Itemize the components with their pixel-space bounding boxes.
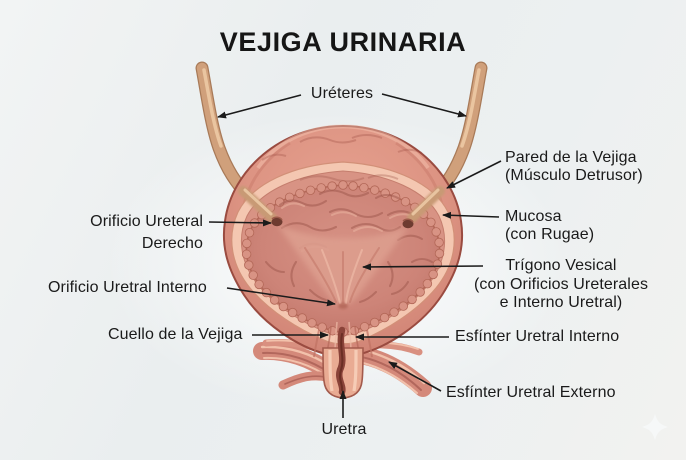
scallop-bump bbox=[432, 259, 443, 269]
scallop-bump bbox=[295, 188, 305, 199]
scallop-bump bbox=[244, 260, 254, 270]
scallop-bump bbox=[248, 270, 258, 280]
label-trigono-line1: Trígono Vesical bbox=[505, 257, 617, 274]
urethra bbox=[322, 326, 364, 399]
scallop-bump bbox=[244, 227, 255, 238]
arrow-mucosa bbox=[442, 211, 500, 219]
label-orificio-ureteral-line2: Derecho bbox=[141, 234, 203, 252]
mucosa-texture bbox=[299, 174, 399, 183]
label-ureteres: Uréteres bbox=[310, 85, 374, 102]
scallop-bump bbox=[305, 185, 316, 196]
scallop-bump bbox=[278, 301, 289, 312]
scallop-bump bbox=[407, 294, 417, 305]
label-mucosa: Mucosa (con Rugae) bbox=[505, 208, 594, 244]
arrow-pared bbox=[446, 160, 502, 189]
page-title: VEJIGA URINARIA bbox=[219, 27, 467, 57]
scallop-bump bbox=[431, 227, 441, 237]
scallop-bump bbox=[370, 185, 380, 195]
ureteral-orifice-right bbox=[402, 186, 445, 229]
scallop-bump bbox=[287, 307, 298, 318]
label-pared-vejiga: Pared de la Vejiga (Músculo Detrusor) bbox=[505, 149, 643, 185]
label-orificio-ureteral: Orificio Ureteral Derecho bbox=[90, 211, 203, 254]
scallop-bump bbox=[400, 196, 411, 207]
scallop-bump bbox=[389, 307, 399, 317]
scallop-bump bbox=[349, 325, 360, 336]
internal-urethral-orifice bbox=[338, 303, 348, 309]
label-pared-line2: (Músculo Detrusor) bbox=[505, 167, 643, 184]
label-trigono-line3: e Interno Uretral) bbox=[499, 294, 623, 311]
scallop-bump bbox=[297, 313, 307, 323]
label-orificio-uretral-interno: Orificio Uretral Interno bbox=[48, 279, 207, 296]
four-point-star-icon bbox=[642, 414, 668, 440]
label-trigono-vesical: Trígono Vesical (con Orificios Ureterale… bbox=[474, 257, 648, 313]
label-uretra: Uretra bbox=[321, 421, 367, 438]
scallop-bump bbox=[359, 322, 370, 332]
scallop-bump bbox=[434, 237, 444, 248]
ureteral-orifice-left bbox=[238, 186, 283, 227]
scallop-bump bbox=[428, 269, 438, 280]
scallop-bump bbox=[426, 217, 436, 228]
scallop-bump bbox=[338, 180, 348, 190]
scallop-bump bbox=[241, 249, 252, 260]
label-orificio-ureteral-line1: Orificio Ureteral bbox=[90, 213, 203, 230]
label-esfinter-externo: Esfínter Uretral Externo bbox=[446, 384, 616, 401]
callout-arrows bbox=[208, 93, 502, 418]
ureter-left bbox=[195, 61, 255, 203]
arrow-ureter-right bbox=[381, 93, 467, 118]
scallop-bump bbox=[434, 248, 445, 259]
scallop-bump bbox=[307, 318, 317, 328]
label-pared-line1: Pared de la Vejiga bbox=[505, 149, 637, 166]
scallop-bump bbox=[242, 238, 252, 249]
arrow-ureter-left bbox=[217, 94, 302, 119]
scallop-bump bbox=[269, 295, 280, 305]
scallop-bump bbox=[398, 301, 409, 311]
scallop-bump bbox=[379, 312, 390, 323]
label-cuello-vejiga: Cuello de la Vejiga bbox=[108, 326, 243, 343]
scallop-bump bbox=[359, 182, 369, 193]
scallop-bump bbox=[422, 279, 433, 289]
rugae-texture bbox=[264, 189, 434, 304]
arrow-trigono bbox=[362, 263, 484, 271]
scallop-bump bbox=[415, 287, 425, 297]
scallop-bump bbox=[327, 181, 337, 191]
scallop-bump bbox=[348, 181, 358, 191]
label-esfinter-interno: Esfínter Uretral Interno bbox=[455, 328, 620, 345]
label-mucosa-line2: (con Rugae) bbox=[505, 226, 595, 243]
label-mucosa-line1: Mucosa bbox=[505, 208, 562, 225]
label-trigono-line2: (con Orificios Ureterales bbox=[473, 275, 649, 293]
scallop-bump bbox=[370, 317, 380, 328]
mucosa-scalloped-edge bbox=[241, 180, 445, 337]
wall-texture bbox=[241, 124, 445, 211]
arrow-esfinter-externo bbox=[388, 361, 442, 392]
scallop-bump bbox=[254, 279, 264, 290]
arrow-orificio-uretral bbox=[226, 287, 336, 307]
arrow-orificio-ureteral bbox=[208, 219, 272, 227]
trigone-streaks bbox=[304, 247, 380, 304]
